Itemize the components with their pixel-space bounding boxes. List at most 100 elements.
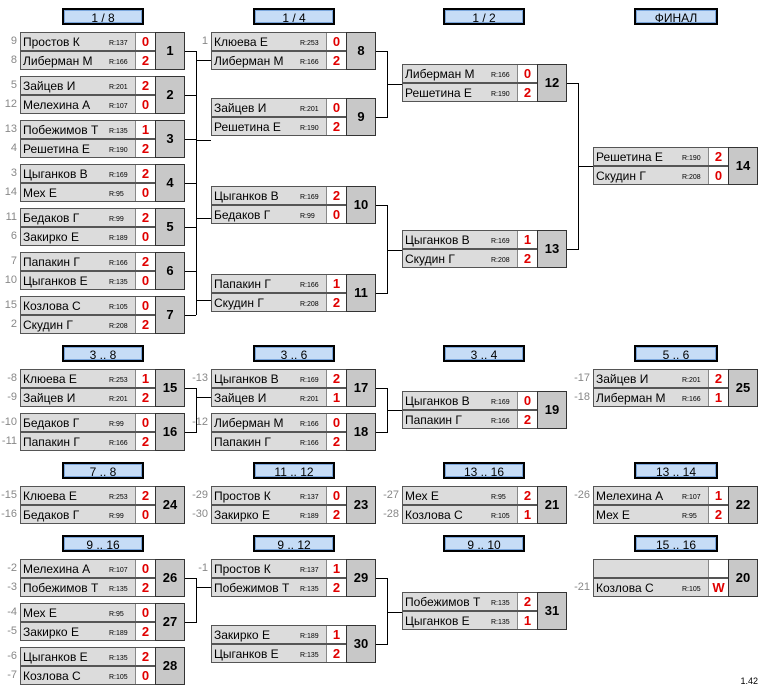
player-name: Простов К (23, 35, 80, 49)
player-name: Либерман М (23, 54, 93, 68)
player-rating: R:169 (491, 399, 510, 406)
player-score: 2 (135, 579, 155, 596)
player-rating: R:190 (109, 147, 128, 154)
seed-label: -4 (7, 606, 17, 618)
player-rating: R:166 (300, 421, 319, 428)
stage-label: 7 .. 8 (62, 462, 144, 479)
match-number: 23 (346, 486, 376, 524)
connector-line (376, 293, 387, 294)
player-score: 0 (135, 272, 155, 289)
player-name: Решетина Е (405, 86, 472, 100)
player-score: 0 (135, 184, 155, 201)
seed-label: 3 (10, 167, 17, 179)
player-score: 2 (135, 487, 155, 504)
player-rating: R:208 (109, 323, 128, 330)
seed-label: 4 (10, 142, 17, 154)
seed-label: -26 (574, 489, 590, 501)
connector-line (185, 432, 196, 433)
player-name: Цыганков В (405, 233, 470, 247)
stage-label: 9 .. 12 (253, 535, 335, 552)
player-score: 0 (326, 206, 346, 223)
player-score: 0 (135, 604, 155, 621)
stage-label: 13 .. 14 (634, 462, 718, 479)
connector-line (185, 51, 196, 52)
player-name: Клюева Е (214, 35, 268, 49)
player-name: Цыганков Е (23, 650, 88, 664)
seed-label: -27 (383, 489, 399, 501)
player-rating: R:99 (300, 213, 315, 220)
connector-line (376, 388, 387, 389)
connector-line (376, 432, 387, 433)
player-rating: R:135 (109, 128, 128, 135)
player-score: 1 (708, 389, 728, 406)
player-name: Цыганков Е (23, 274, 88, 288)
player-rating: R:166 (300, 59, 319, 66)
player-name: Скудин Г (405, 252, 455, 266)
player-rating: R:95 (109, 611, 124, 618)
player-score: 2 (135, 209, 155, 226)
player-rating: R:95 (682, 513, 697, 520)
player-score: 0 (326, 99, 346, 116)
stage-label: 3 .. 4 (443, 345, 525, 362)
seed-label: -29 (192, 489, 208, 501)
player-name: Бедаков Г (23, 211, 80, 225)
match-number: 13 (537, 230, 567, 268)
seed-label: 7 (10, 255, 17, 267)
match-number: 4 (155, 164, 185, 202)
player-rating: R:169 (300, 377, 319, 384)
player-rating: R:107 (682, 494, 701, 501)
player-score: 2 (326, 52, 346, 69)
seed-label: 10 (4, 274, 17, 286)
seed-label: 2 (10, 318, 17, 330)
stage-label: ФИНАЛ (634, 8, 718, 25)
player-score: 2 (135, 433, 155, 450)
player-rating: R:201 (109, 396, 128, 403)
player-score: 2 (326, 579, 346, 596)
connector-line (196, 397, 211, 398)
player-score: 2 (135, 77, 155, 94)
player-rating: R:166 (491, 418, 510, 425)
match-number: 14 (728, 147, 758, 185)
connector-line (185, 578, 196, 579)
seed-label: -10 (1, 416, 17, 428)
player-rating: R:166 (491, 72, 510, 79)
player-name: Мех Е (405, 489, 439, 503)
stage-label: 15 .. 16 (634, 535, 718, 552)
player-rating: R:105 (491, 513, 510, 520)
player-name: Козлова С (23, 669, 81, 683)
player-name: Папакин Г (23, 255, 80, 269)
match-number: 31 (537, 592, 567, 630)
player-score: 1 (326, 626, 346, 643)
player-name: Побежимов Т (23, 581, 99, 595)
player-rating: R:189 (300, 633, 319, 640)
seed-label: 8 (10, 54, 17, 66)
stage-label: 3 .. 6 (253, 345, 335, 362)
match-number: 26 (155, 559, 185, 597)
